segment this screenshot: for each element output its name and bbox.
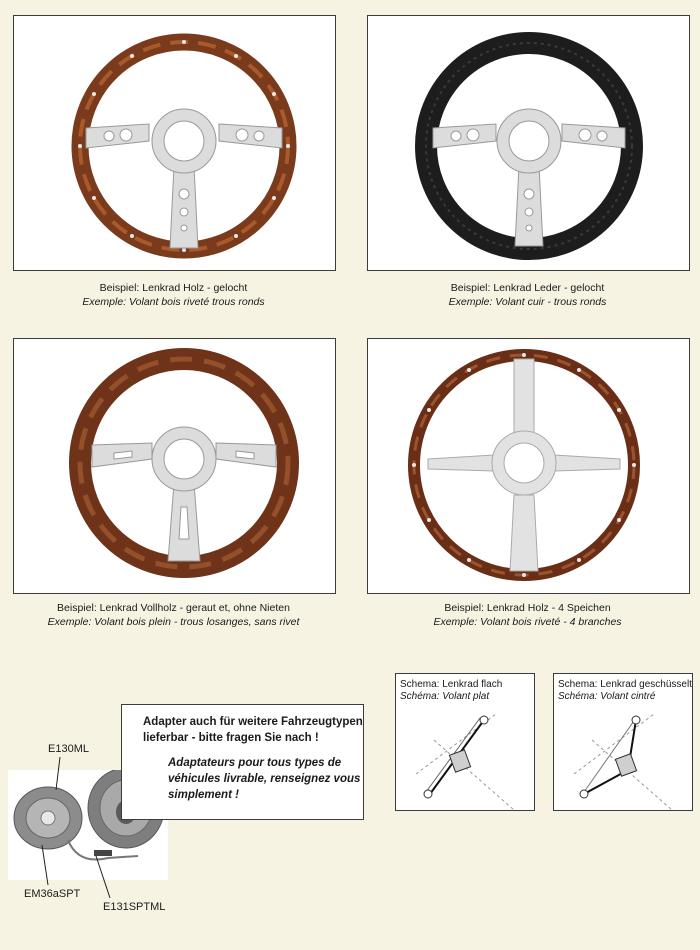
- caption-de: Beispiel: Lenkrad Holz - gelocht: [99, 282, 248, 294]
- caption-fr: Exemple: Volant bois plein - trous losan…: [47, 616, 300, 628]
- part-label-em36aspt: EM36aSPT: [24, 888, 81, 900]
- full-wood-steering-wheel-image: [69, 348, 299, 578]
- part-label-e131sptml: E131SPTML: [103, 901, 166, 913]
- caption-de: Beispiel: Lenkrad Leder - gelocht: [450, 282, 605, 294]
- caption-fr: Exemple: Volant bois riveté - 4 branches: [433, 616, 622, 628]
- wheel-photo-leather-drilled: [367, 15, 690, 271]
- leather-steering-wheel-image: [415, 32, 643, 260]
- flat-wheel-diagram: [415, 713, 515, 810]
- wheel-photo-wood-drilled: [13, 15, 336, 271]
- caption-fr: Exemple: Volant bois riveté trous ronds: [82, 296, 265, 308]
- wood-steering-wheel-image: [71, 33, 297, 259]
- schema-title-de: Schema: Lenkrad flach: [400, 679, 503, 690]
- adapter-parts-photo: [8, 767, 168, 880]
- wheel-photo-full-wood: [13, 338, 336, 594]
- schema-title-fr: Schéma: Volant cintré: [558, 691, 656, 702]
- wheel-caption-4: Beispiel: Lenkrad Holz - 4 Speichen Exem…: [367, 601, 688, 629]
- caption-de: Beispiel: Lenkrad Vollholz - geraut et, …: [57, 602, 290, 614]
- adapter-note-de: Adapter auch für weitere Fahrzeugtypen l…: [143, 716, 363, 744]
- dished-wheel-diagram: [573, 713, 673, 810]
- part-label-e130ml: E130ML: [48, 743, 89, 755]
- adapter-note-box: Adapter auch für weitere Fahrzeugtypen l…: [121, 704, 364, 820]
- schema-dished-wheel: Schema: Lenkrad geschüsselt Schéma: Vola…: [553, 673, 693, 811]
- adapter-note-fr: Adaptateurs pour tous types de véhicules…: [168, 757, 361, 801]
- schema-flat-wheel: Schema: Lenkrad flach Schéma: Volant pla…: [395, 673, 535, 811]
- wheel-photo-4-spoke: [367, 338, 690, 594]
- wheel-caption-3: Beispiel: Lenkrad Vollholz - geraut et, …: [13, 601, 334, 629]
- caption-fr: Exemple: Volant cuir - trous ronds: [448, 296, 607, 308]
- schema-title-de: Schema: Lenkrad geschüsselt: [558, 679, 692, 690]
- schema-title-fr: Schéma: Volant plat: [400, 691, 490, 702]
- wheel-caption-2: Beispiel: Lenkrad Leder - gelocht Exempl…: [367, 281, 688, 309]
- caption-de: Beispiel: Lenkrad Holz - 4 Speichen: [444, 602, 611, 614]
- four-spoke-steering-wheel-image: [408, 349, 640, 581]
- wheel-caption-1: Beispiel: Lenkrad Holz - gelocht Exemple…: [13, 281, 334, 309]
